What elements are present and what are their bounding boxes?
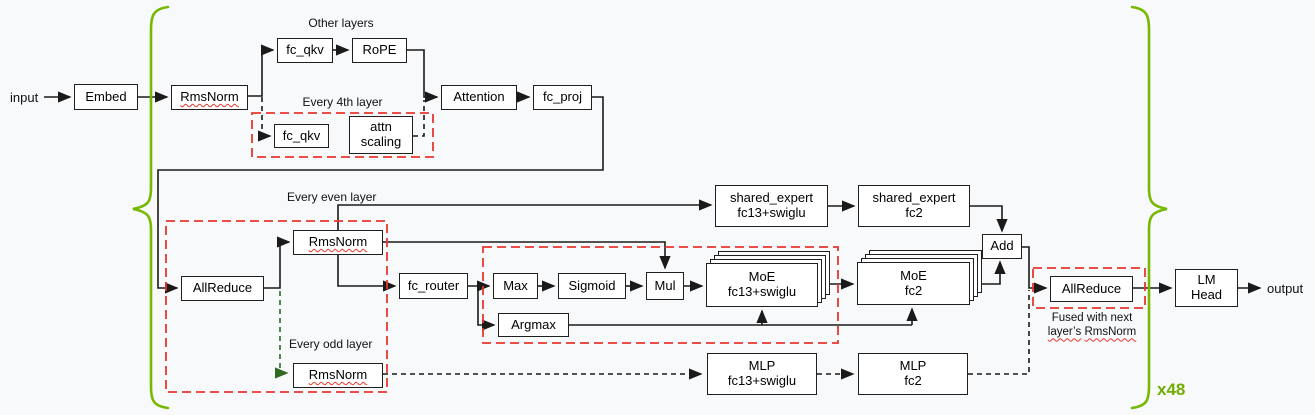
repeat-braces	[132, 5, 1168, 410]
flow-fcrouter-argmax	[477, 286, 496, 331]
node-fc-qkv-other: fc_qkv	[277, 38, 333, 63]
node-argmax-label: Argmax	[511, 316, 556, 332]
node-mul: Mul	[646, 272, 684, 300]
flow-moe-fc2-add	[982, 260, 1006, 285]
flow-attnscaling-merge	[413, 100, 425, 137]
node-rmsnorm-even-label: RmsNorm	[308, 234, 368, 250]
node-allreduce-pre-moe-label: AllReduce	[192, 280, 253, 296]
node-moe-fc13-line1: MoE	[748, 269, 776, 285]
node-shared-expert-fc13-line2: fc13+swiglu	[737, 205, 806, 220]
right-repeat-brace-icon	[1130, 5, 1168, 410]
flow-rmsnorm-mul	[383, 241, 671, 270]
flow-even-layer-shared-expert	[337, 199, 713, 230]
node-shared-expert-fc2-line2: fc2	[905, 205, 923, 220]
node-mlp-fc13: MLP fc13+swiglu	[707, 353, 817, 395]
node-attn-scaling-line1: attn	[370, 119, 392, 135]
node-attn-scaling-line2: scaling	[360, 134, 402, 149]
node-allreduce-output-label: AllReduce	[1061, 280, 1122, 296]
node-attn-scaling: attn scaling	[349, 116, 413, 154]
node-shared-expert-fc13: shared_expert fc13+swiglu	[715, 185, 828, 227]
flow-shared-fc2-add	[970, 205, 1008, 233]
node-fc-qkv-other-label: fc_qkv	[286, 42, 324, 58]
node-rmsnorm-odd: RmsNorm	[293, 363, 383, 388]
output-label: output	[1267, 281, 1304, 296]
node-rmsnorm-attention-label: RmsNorm	[180, 89, 239, 105]
node-lm-head-line1: LM	[1197, 272, 1216, 288]
every-odd-layer-label: Every odd layer	[289, 337, 373, 351]
every-4th-layer-label: Every 4th layer	[302, 95, 383, 109]
fused-note-word1: layer’s	[1047, 326, 1082, 339]
fused-rmsnorm-note: Fused with next layer’s RmsNorm	[1036, 311, 1148, 340]
left-repeat-brace-icon	[132, 5, 170, 410]
flow-rmsnorm-fcqkv-every4	[258, 97, 272, 142]
node-shared-expert-fc2-line1: shared_expert	[872, 190, 956, 206]
node-mlp-fc2: MLP fc2	[858, 353, 968, 395]
node-add-label: Add	[990, 238, 1014, 254]
group-router-moe	[482, 246, 839, 344]
node-fc-proj: fc_proj	[533, 85, 592, 110]
group-outlines	[165, 112, 1146, 393]
node-attention: Attention	[441, 85, 517, 110]
node-allreduce-pre-moe: AllReduce	[181, 276, 264, 301]
group-every-4th-layer	[251, 112, 434, 158]
flow-rope-attention	[407, 49, 439, 103]
node-fc-router-label: fc_router	[407, 277, 460, 293]
node-moe-fc13: MoE fc13+swiglu	[706, 263, 818, 307]
node-embed: Embed	[74, 84, 138, 110]
flow-mlp-fc2-merge	[968, 290, 1030, 375]
node-fc-qkv-every4: fc_qkv	[274, 124, 329, 148]
node-embed-label: Embed	[85, 88, 127, 104]
flow-rmsnorm-fcqkv-other	[248, 44, 275, 97]
node-mlp-fc2-line2: fc2	[904, 373, 922, 388]
flow-allreduce-rmsnorm-odd	[275, 291, 289, 379]
fused-note-word2: RmsNorm	[1084, 326, 1137, 339]
node-moe-fc2: MoE fc2	[857, 262, 970, 305]
other-layers-label: Other layers	[308, 16, 374, 30]
node-lm-head-line2: Head	[1190, 287, 1223, 302]
dashed-flow-lines	[258, 97, 1030, 380]
node-rmsnorm-odd-label: RmsNorm	[308, 367, 368, 383]
node-attention-label: Attention	[453, 89, 505, 105]
node-rmsnorm-attention: RmsNorm	[171, 85, 248, 110]
node-add: Add	[982, 234, 1022, 259]
input-label: input	[10, 90, 39, 105]
flow-add-allreduce-out	[1022, 246, 1048, 294]
node-sigmoid-label: Sigmoid	[568, 277, 616, 293]
node-lm-head: LM Head	[1175, 269, 1238, 307]
node-max-label: Max	[503, 277, 528, 293]
node-mlp-fc13-line1: MLP	[748, 358, 776, 374]
fused-note-line1: Fused with next	[1051, 312, 1133, 324]
every-even-layer-label: Every even layer	[287, 190, 377, 204]
solid-flow-lines	[44, 44, 1262, 331]
node-rope: RoPE	[352, 38, 407, 63]
node-allreduce-output: AllReduce	[1050, 276, 1133, 302]
node-rmsnorm-even: RmsNorm	[293, 230, 383, 255]
node-fc-proj-label: fc_proj	[542, 89, 583, 105]
flow-rmsnorm-fcrouter	[337, 255, 397, 292]
node-argmax: Argmax	[498, 313, 569, 337]
group-fused-allreduce	[1032, 267, 1146, 309]
flow-allreduce-rmsnorm-even	[264, 236, 291, 289]
node-moe-fc2-line2: fc2	[904, 282, 923, 298]
node-mul-label: Mul	[654, 277, 676, 293]
node-mlp-fc13-line2: fc13+swiglu	[727, 373, 797, 388]
flow-fcproj-allreduce	[157, 96, 604, 294]
node-fc-router: fc_router	[399, 273, 468, 299]
repeat-count-label: x48	[1157, 380, 1186, 399]
node-max: Max	[493, 273, 538, 299]
node-moe-fc13-line2: fc13+swiglu	[727, 284, 797, 299]
node-sigmoid: Sigmoid	[558, 273, 626, 299]
node-shared-expert-fc13-line1: shared_expert	[729, 190, 814, 206]
node-moe-fc2-line1: MoE	[900, 267, 927, 283]
node-shared-expert-fc2: shared_expert fc2	[858, 185, 970, 227]
node-fc-qkv-every4-label: fc_qkv	[282, 127, 321, 143]
node-mlp-fc2-line1: MLP	[899, 358, 927, 374]
node-rope-label: RoPE	[362, 42, 397, 58]
